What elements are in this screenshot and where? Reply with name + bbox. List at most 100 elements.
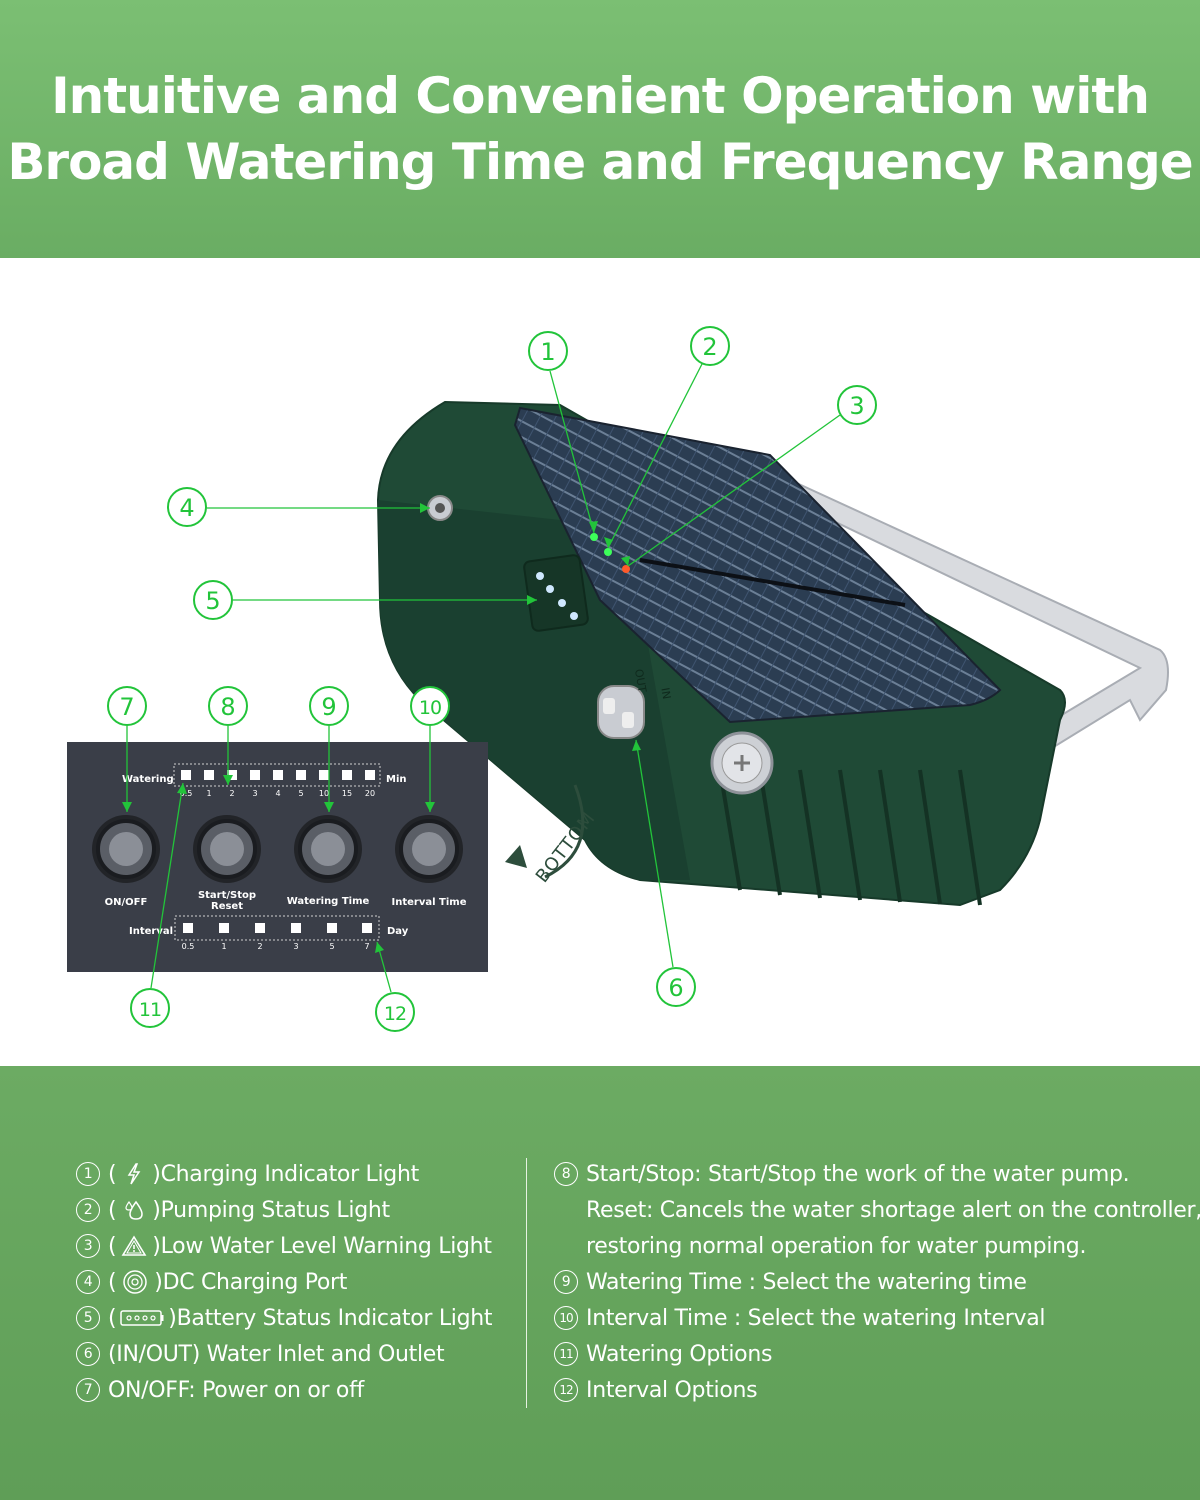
watering-leds	[181, 770, 375, 780]
callout-11: 11	[130, 988, 170, 1028]
pumping-led	[604, 548, 612, 556]
interval-time-button[interactable]	[395, 815, 463, 883]
legend-number: 12	[554, 1378, 578, 1402]
callout-4: 4	[167, 487, 207, 527]
legend-item-2: 2 ( ) Pumping Status Light	[76, 1192, 516, 1228]
legend-item-12: 12 Interval Options	[554, 1372, 1194, 1408]
legend-divider	[526, 1158, 527, 1408]
legend-number: 7	[76, 1378, 100, 1402]
watering-label: Watering	[122, 774, 174, 785]
product-illustration: OUT IN BOTTOM Watering Min 0.5 1	[0, 258, 1200, 1066]
legend-item-11: 11 Watering Options	[554, 1336, 1194, 1372]
headline-line-2: Broad Watering Time and Frequency Range	[7, 133, 1193, 191]
battery-led	[536, 572, 544, 580]
water-inlet	[622, 712, 634, 728]
watering-tick: 5	[298, 789, 303, 798]
header-banner: Intuitive and Convenient Operation with …	[0, 0, 1200, 258]
watering-tick: 20	[365, 789, 375, 798]
callout-number: 6	[668, 974, 683, 1002]
callout-1: 1	[528, 331, 568, 371]
interval-unit: Day	[387, 926, 409, 937]
callout-3: 3	[837, 385, 877, 425]
cooling-fins	[718, 769, 982, 906]
warning-icon	[120, 1234, 148, 1258]
callout-2: 2	[690, 326, 730, 366]
legend-right-column: 8 Start/Stop: Start/Stop the work of the…	[554, 1156, 1200, 1408]
onoff-button[interactable]	[92, 815, 160, 883]
watering-tick: 10	[319, 789, 329, 798]
in-label: IN	[658, 687, 673, 701]
reset-label: Reset	[211, 901, 243, 912]
legend-number: 4	[76, 1270, 100, 1294]
watering-unit: Min	[386, 774, 407, 785]
headline-line-1: Intuitive and Convenient Operation with	[51, 67, 1150, 125]
watering-time-button[interactable]	[294, 815, 362, 883]
watering-tick: 15	[342, 789, 352, 798]
legend-number: 10	[554, 1306, 578, 1330]
legend-item-8-reset-cont: restoring normal operation for water pum…	[586, 1233, 1087, 1259]
lightning-icon	[120, 1162, 148, 1186]
legend-item-3: 3 ( ) Low Water Level Warning Light	[76, 1228, 516, 1264]
legend-number: 6	[76, 1342, 100, 1366]
button-labels: ON/OFF Start/Stop Reset Watering Time In…	[105, 890, 467, 912]
bottom-arrow	[544, 784, 585, 879]
battery-led	[546, 585, 554, 593]
legend-left-column: 1 ( ) Charging Indicator Light 2 ( ) Pum…	[76, 1156, 516, 1408]
callout-number: 5	[205, 587, 220, 615]
callout-number: 1	[540, 338, 555, 366]
callout-10: 10	[410, 686, 450, 726]
callout-6: 6	[656, 967, 696, 1007]
water-drop-icon	[120, 1198, 148, 1222]
legend-number: 8	[554, 1162, 578, 1186]
out-label: OUT	[632, 668, 649, 694]
interval-tick: 2	[257, 942, 262, 951]
callout-7: 7	[107, 686, 147, 726]
callout-number: 11	[139, 999, 161, 1021]
watering-tick: 4	[275, 789, 280, 798]
legend-panel: 1 ( ) Charging Indicator Light 2 ( ) Pum…	[0, 1066, 1200, 1500]
battery-led	[570, 612, 578, 620]
legend-item-8: 8 Start/Stop: Start/Stop the work of the…	[554, 1156, 1194, 1192]
callout-number: 4	[179, 494, 194, 522]
callout-markers: 1 2 3 4 5 6 7 8 9 10 11 12	[107, 326, 877, 1032]
callout-5: 5	[193, 580, 233, 620]
interval-options-box	[174, 915, 380, 941]
watering-ticks: 0.5 1 2 3 4 5 10 15 20	[180, 789, 375, 798]
legend-number: 2	[76, 1198, 100, 1222]
start-stop-reset-button[interactable]	[193, 815, 261, 883]
callout-number: 9	[321, 693, 336, 721]
callout-lines	[126, 363, 841, 993]
legend-item-9: 9 Watering Time : Select the watering ti…	[554, 1264, 1194, 1300]
callout-number: 12	[384, 1003, 406, 1025]
legend-number: 5	[76, 1306, 100, 1330]
solar-panel	[513, 406, 1002, 724]
legend-item-5: 5 ( ) Battery Status Indicator Light	[76, 1300, 516, 1336]
charging-led	[590, 533, 598, 541]
callout-number: 2	[702, 333, 717, 361]
battery-indicator-window	[523, 554, 589, 632]
legend-item-4: 4 ( ) DC Charging Port	[76, 1264, 516, 1300]
dc-port-icon	[120, 1269, 150, 1295]
interval-time-label: Interval Time	[392, 897, 467, 908]
interval-tick: 3	[293, 942, 298, 951]
interval-tick: 1	[221, 942, 226, 951]
product-diagram: OUT IN BOTTOM Watering Min 0.5 1	[67, 326, 1169, 1032]
callout-number: 7	[119, 693, 134, 721]
watering-tick: 1	[206, 789, 211, 798]
onoff-label: ON/OFF	[105, 897, 148, 908]
battery-led	[558, 599, 566, 607]
callout-9: 9	[309, 686, 349, 726]
interval-label: Interval	[129, 926, 173, 937]
battery-icon	[120, 1308, 164, 1328]
water-outlet	[603, 698, 615, 714]
legend-item-6: 6 (IN/OUT) Water Inlet and Outlet	[76, 1336, 516, 1372]
legend-number: 9	[554, 1270, 578, 1294]
watering-time-label: Watering Time	[287, 896, 370, 907]
watering-options-box	[173, 763, 381, 787]
legend-item-8-reset: Reset: Cancels the water shortage alert …	[586, 1197, 1200, 1223]
legend-number: 3	[76, 1234, 100, 1258]
callout-number: 8	[220, 693, 235, 721]
callout-number: 10	[419, 697, 441, 719]
callout-12: 12	[375, 992, 415, 1032]
legend-item-10: 10 Interval Time : Select the watering I…	[554, 1300, 1194, 1336]
